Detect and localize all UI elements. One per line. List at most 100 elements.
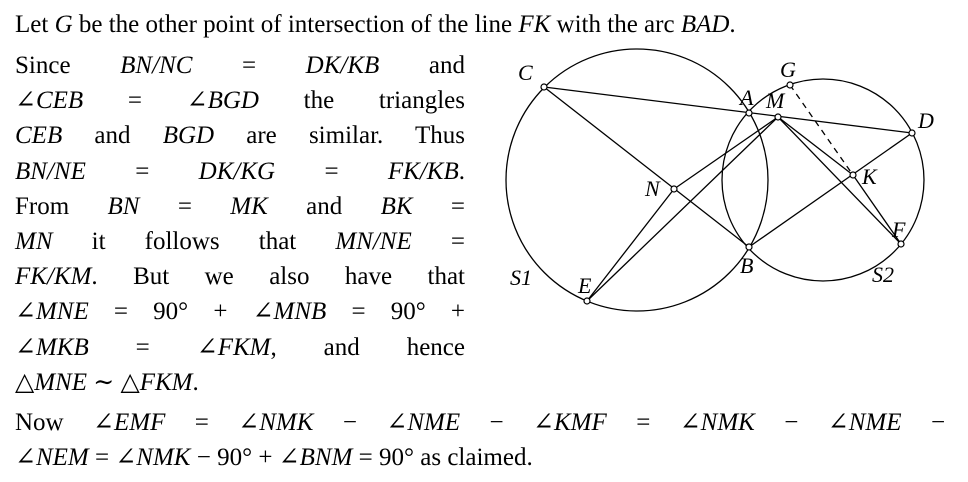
proof-line: ∠MKB = ∠FKM, and hence: [15, 333, 465, 363]
text-segment: − ∠: [460, 409, 554, 436]
text-segment: the triangles: [258, 87, 465, 115]
math-expression: BGD: [207, 87, 259, 115]
text-segment: − 90° + ∠: [190, 444, 300, 471]
text-segment: =: [85, 157, 199, 185]
math-expression: FK: [518, 11, 551, 38]
text-segment: be the other point of intersection of th…: [72, 11, 519, 38]
math-expression: MN/NE: [335, 228, 412, 255]
conclusion-line: ∠NEM = ∠NMK − 90° + ∠BNM = 90° as claime…: [15, 443, 945, 473]
text-segment: =: [275, 157, 388, 185]
text-segment: =: [411, 228, 465, 255]
math-expression: FKM: [139, 368, 193, 396]
math-expression: NME: [848, 409, 902, 436]
text-segment: ∠: [15, 298, 36, 326]
text-segment: = 90° as claimed.: [352, 444, 533, 471]
math-expression: BK: [380, 192, 413, 220]
proof-line: ∠MNE = 90° + ∠MNB = 90° +: [15, 297, 465, 327]
text-segment: − ∠: [754, 409, 849, 436]
math-expression: FKM: [217, 333, 271, 361]
point-m: [774, 113, 782, 121]
circle-s2: [721, 78, 925, 282]
math-expression: BGD: [162, 122, 215, 150]
math-expression: MN: [15, 228, 53, 255]
math-expression: NMK: [259, 409, 314, 436]
label-k: K: [861, 164, 878, 189]
text-segment: = ∠: [83, 87, 208, 115]
text-segment: . But we also have that: [91, 263, 465, 291]
math-expression: MNE: [34, 368, 88, 396]
text-segment: = 90° +: [326, 298, 465, 326]
circle-s1: [505, 48, 769, 312]
line-mf: [777, 116, 902, 245]
label-f: F: [891, 217, 906, 242]
math-expression: NMK: [700, 409, 755, 436]
text-segment: and: [267, 192, 381, 220]
text-segment: −: [901, 409, 946, 436]
proof-line: MN it follows that MN/NE =: [15, 227, 465, 257]
label-b: B: [740, 253, 753, 278]
text-segment: △: [15, 368, 35, 396]
math-expression: G: [54, 11, 73, 38]
text-segment: =: [192, 52, 306, 79]
math-expression: MNB: [273, 298, 327, 326]
line-cb: [543, 86, 750, 248]
math-expression: MK: [230, 192, 268, 220]
text-segment: are similar. Thus: [214, 122, 465, 150]
math-expression: CEB: [35, 87, 84, 115]
text-segment: ∠: [15, 87, 36, 115]
proof-line: CEB and BGD are similar. Thus: [15, 121, 465, 151]
text-segment: ∠: [15, 333, 36, 361]
label-m: M: [765, 88, 786, 113]
line-bd: [748, 132, 913, 248]
point-g: [786, 81, 794, 89]
proof-line: Since BN/NC = DK/KB and: [15, 51, 465, 81]
text-segment: with the arc: [550, 11, 681, 38]
text-segment: =: [412, 192, 465, 220]
line-cd: [543, 86, 913, 134]
label-s1: S1: [510, 265, 532, 290]
point-a: [745, 109, 753, 117]
text-segment: .: [458, 157, 465, 185]
text-segment: = ∠: [606, 409, 701, 436]
point-n: [670, 185, 678, 193]
label-c: C: [518, 60, 533, 85]
label-d: D: [917, 108, 934, 133]
math-expression: BAD: [680, 11, 730, 38]
math-expression: BN: [107, 192, 140, 220]
point-b: [745, 243, 753, 251]
line-en: [586, 188, 675, 302]
math-expression: KMF: [554, 409, 607, 436]
text-segment: From: [15, 192, 108, 220]
math-expression: FK/KB: [387, 157, 459, 185]
math-expression: NEM: [35, 444, 89, 471]
proof-line: From BN = MK and BK =: [15, 192, 465, 222]
math-expression: MKB: [35, 333, 89, 361]
line-em: [586, 116, 779, 302]
intro-line: Let G be the other point of intersection…: [15, 10, 945, 40]
text-segment: − ∠: [313, 409, 408, 436]
point-d: [908, 129, 916, 137]
text-segment: and: [62, 122, 163, 150]
proof-line: △MNE ∼ △FKM.: [15, 368, 465, 398]
text-segment: and: [379, 52, 465, 79]
proof-line: FK/KM. But we also have that: [15, 262, 465, 292]
proof-line: BN/NE = DK/KG = FK/KB.: [15, 157, 465, 187]
text-segment: = 90° + ∠: [88, 298, 274, 326]
math-expression: CEB: [15, 122, 63, 150]
math-expression: BN/NC: [120, 52, 193, 79]
label-g: G: [780, 57, 796, 82]
line-kf: [852, 174, 902, 245]
text-segment: Now ∠: [15, 409, 114, 436]
point-c: [540, 83, 548, 91]
text-segment: = ∠: [165, 409, 260, 436]
line-gk: [789, 84, 854, 176]
math-expression: NMK: [136, 444, 191, 471]
line-mk: [777, 116, 854, 176]
text-segment: , and hence: [270, 333, 466, 361]
text-segment: ∼ △: [87, 368, 140, 396]
label-n: N: [644, 176, 661, 201]
math-expression: BN/NE: [15, 157, 86, 185]
text-segment: ∠: [15, 444, 36, 471]
point-k: [849, 171, 857, 179]
